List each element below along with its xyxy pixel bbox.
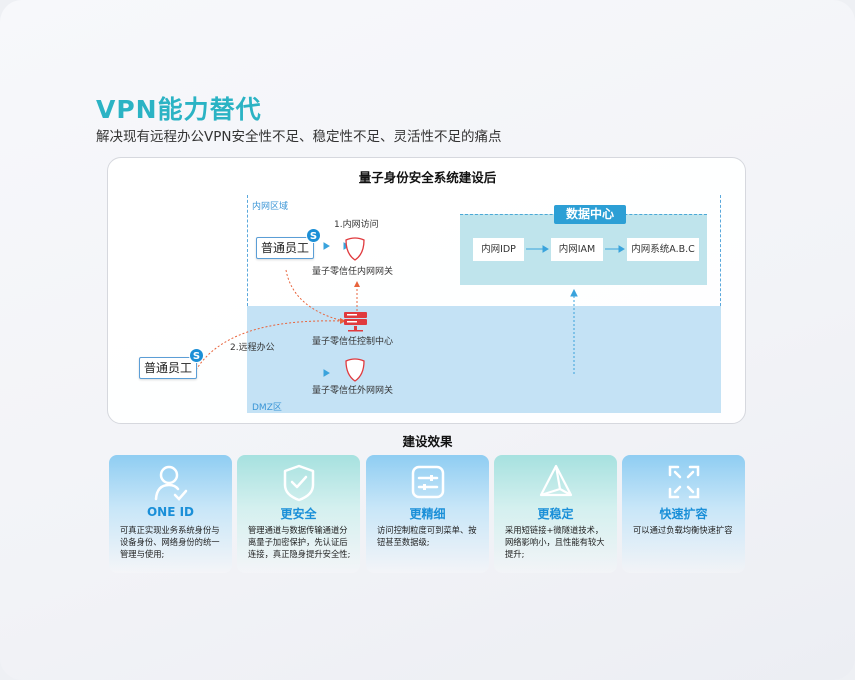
- node-iam: 内网IAM: [551, 238, 603, 261]
- architecture-diagram: 量子身份安全系统建设后 内网区域 DMZ区 数据中心 内网IDP 内网IAM 内…: [107, 157, 746, 424]
- outer-gateway-shield-icon: [345, 358, 365, 382]
- shield-check-icon: [283, 464, 315, 502]
- card-text: 采用短链接+微隧道技术，网络影响小，且性能有较大提升;: [505, 525, 605, 559]
- dmz-zone-label: DMZ区: [252, 403, 282, 413]
- inner-gateway-label: 量子零信任内网网关: [312, 267, 394, 277]
- server-icon: [344, 312, 367, 332]
- outer-gateway-label: 量子零信任外网网关: [312, 386, 394, 396]
- node-systems: 内网系统A.B.C: [627, 238, 699, 261]
- intranet-zone-label: 内网区域: [252, 202, 289, 212]
- effect-card-scale: 快速扩容 可以通过负载均衡快速扩容: [622, 455, 745, 573]
- step1-label: 1.内网访问: [334, 220, 379, 230]
- effect-card-oneid: ONE ID 可真正实现业务系统身份与设备身份、网络身份的统一管理与使用;: [109, 455, 232, 573]
- employee-intranet: 普通员工: [256, 237, 314, 259]
- diagram-title: 量子身份安全系统建设后: [358, 170, 497, 185]
- card-title: ONE ID: [146, 505, 195, 519]
- expand-icon: [668, 465, 700, 499]
- card-text: 可以通过负载均衡快速扩容: [633, 525, 733, 535]
- card-title: 快速扩容: [659, 507, 708, 521]
- page-subtitle: 解决现有远程办公VPN安全性不足、稳定性不足、灵活性不足的痛点: [96, 129, 502, 145]
- badge-icon: S: [306, 228, 321, 243]
- datacenter-label: 数据中心: [554, 205, 626, 224]
- control-center-label: 量子零信任控制中心: [312, 337, 394, 347]
- effects-title: 建设效果: [402, 434, 453, 449]
- dmz-zone: [247, 306, 721, 413]
- card-title: 更安全: [280, 507, 317, 521]
- pyramid-icon: [539, 464, 573, 497]
- inner-gateway-shield-icon: [345, 237, 365, 261]
- effect-card-security: 更安全 管理通道与数据传输通道分离量子加密保护，先认证后连接，真正隐身提升安全性…: [237, 455, 360, 573]
- effect-card-stable: 更稳定 采用短链接+微隧道技术，网络影响小，且性能有较大提升;: [494, 455, 617, 573]
- user-check-icon: [154, 465, 188, 501]
- node-idp: 内网IDP: [473, 238, 524, 261]
- connector-lines: [195, 237, 625, 382]
- card-title: 更精细: [409, 507, 446, 521]
- sliders-icon: [411, 465, 445, 499]
- card-text: 可真正实现业务系统身份与设备身份、网络身份的统一管理与使用;: [120, 525, 220, 559]
- effect-card-granular: 更精细 访问控制粒度可到菜单、按钮甚至数据级;: [366, 455, 489, 573]
- badge-icon: S: [189, 348, 204, 363]
- card-title: 更稳定: [537, 507, 574, 521]
- step2-label: 2.远程办公: [230, 343, 275, 353]
- card-text: 管理通道与数据传输通道分离量子加密保护，先认证后连接，真正隐身提升安全性;: [248, 525, 351, 559]
- dashed-path-employee1: [285, 269, 344, 322]
- page-title: VPN能力替代: [96, 95, 262, 124]
- intranet-zone: [247, 195, 721, 306]
- employee-remote: 普通员工: [139, 357, 197, 379]
- card-text: 访问控制粒度可到菜单、按钮甚至数据级;: [377, 525, 477, 547]
